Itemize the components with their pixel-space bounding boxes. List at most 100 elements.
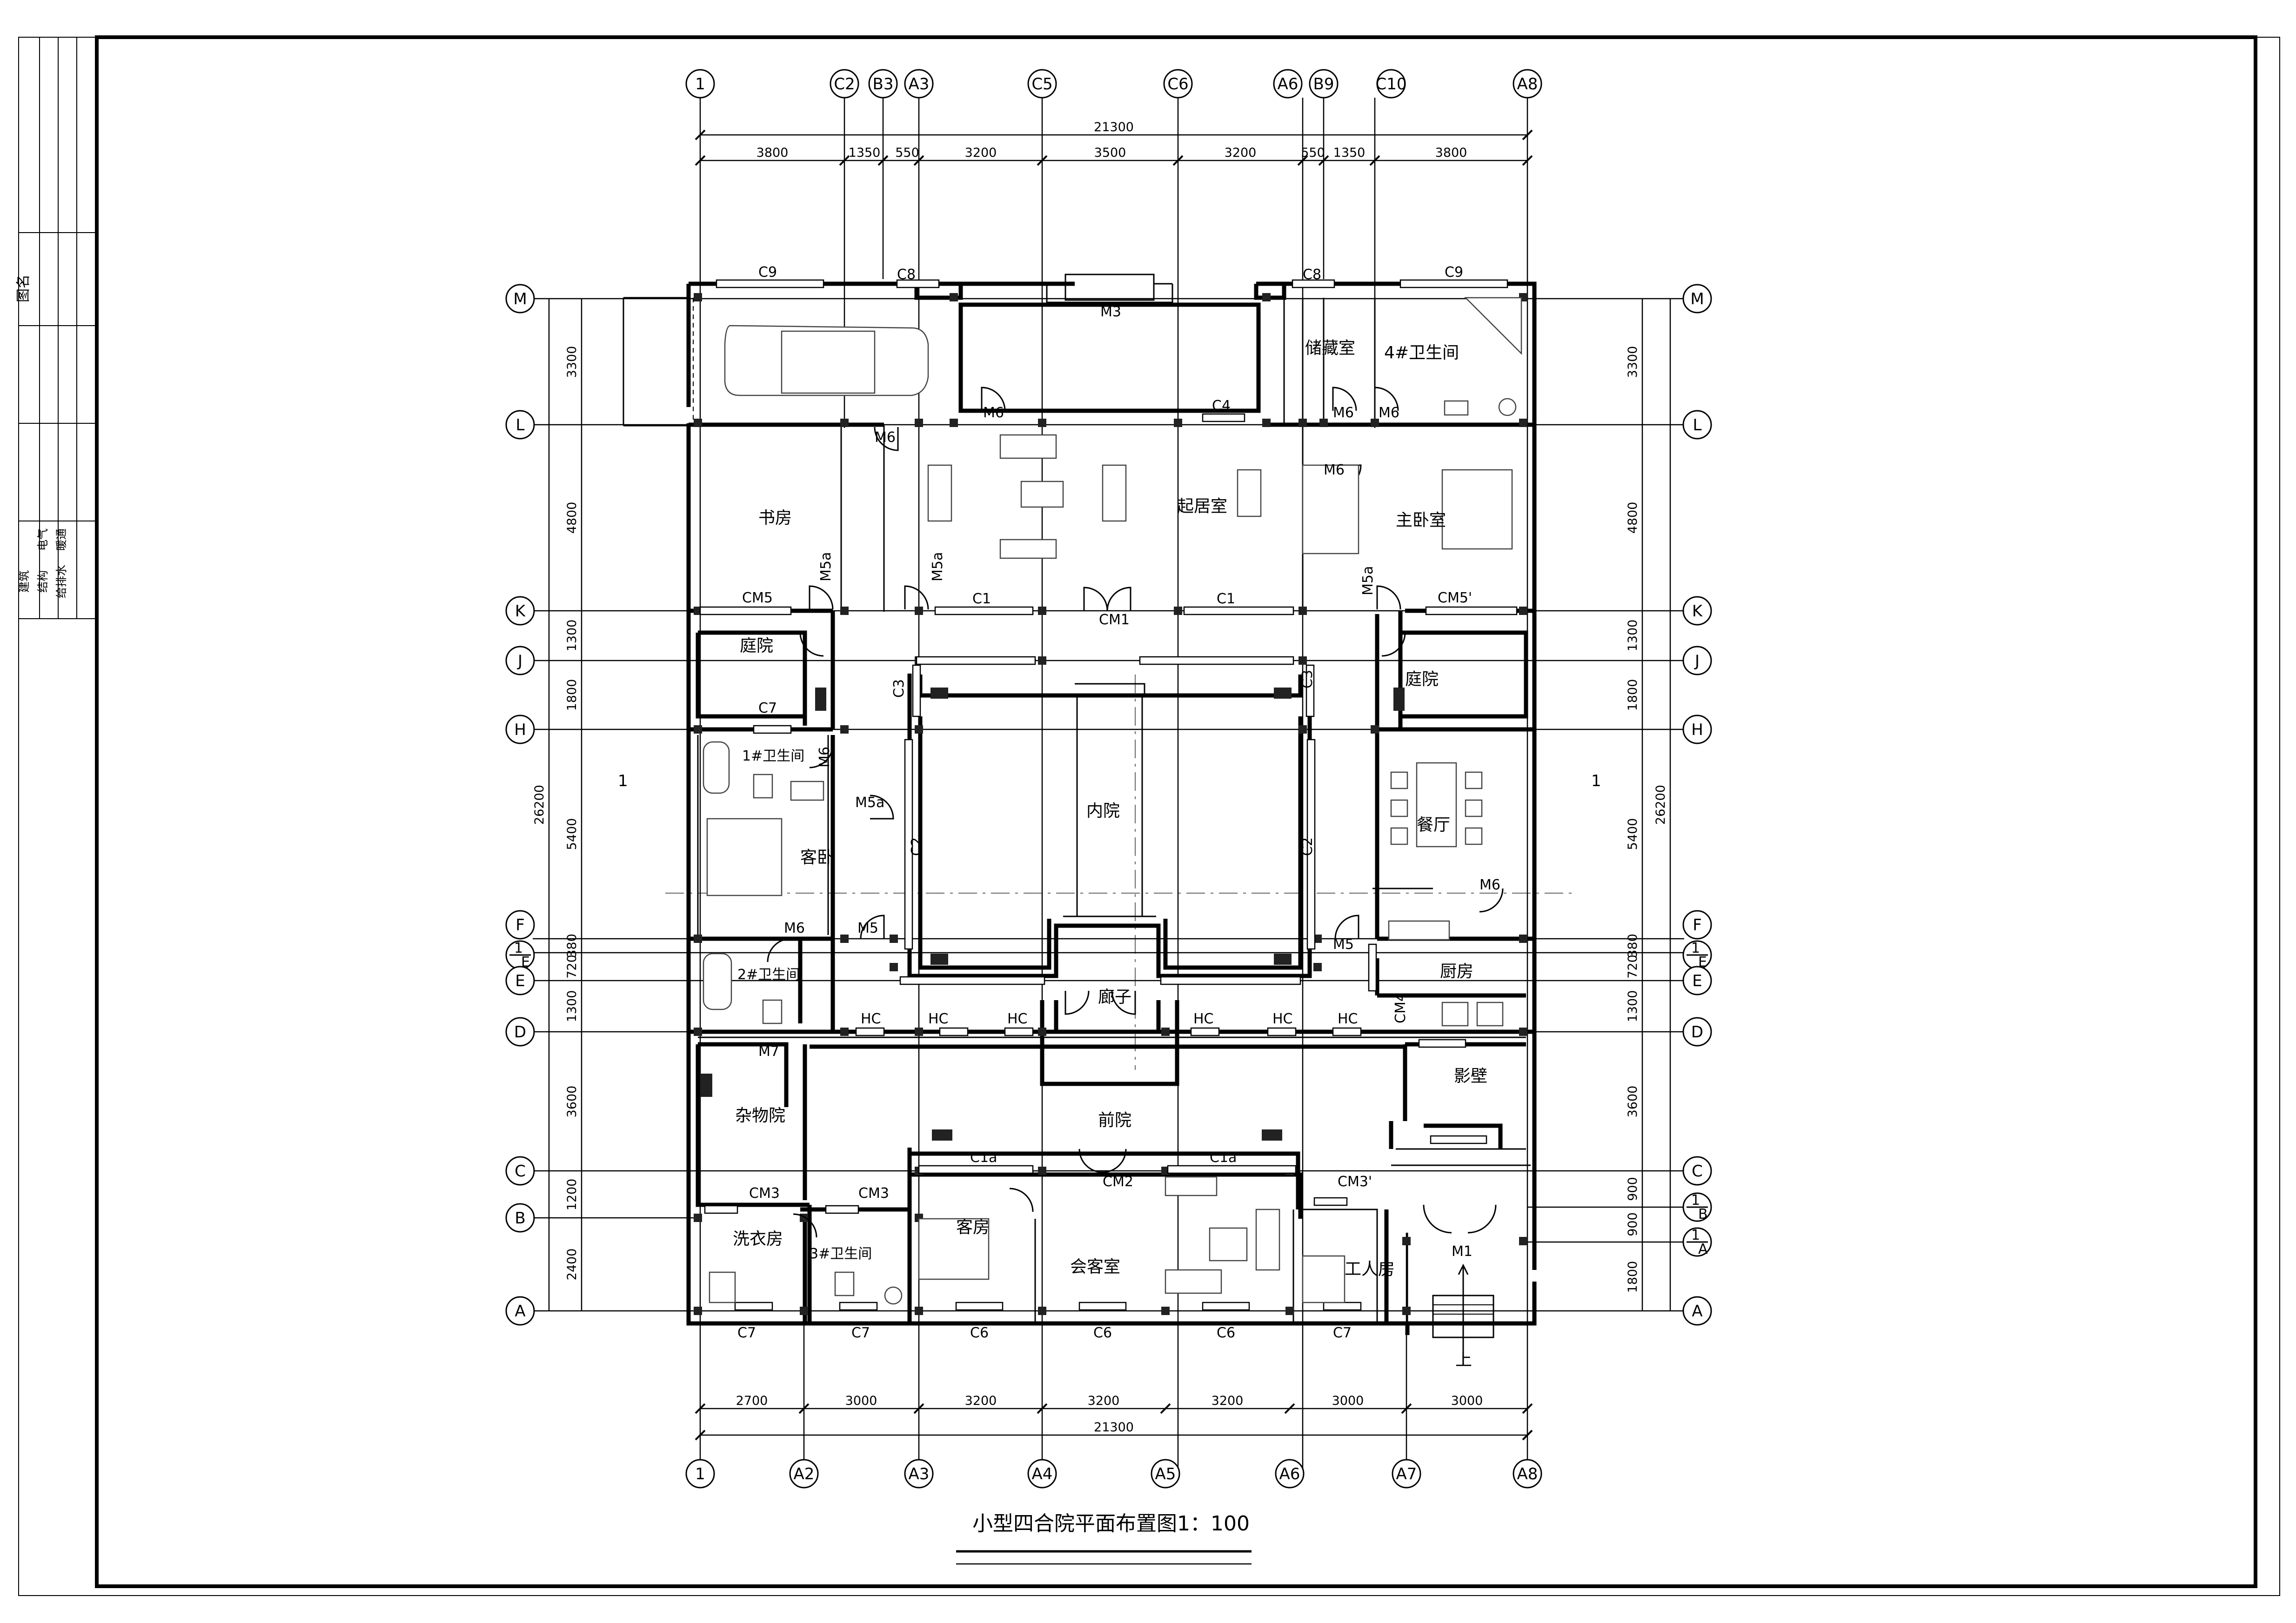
svg-text:380: 380 — [565, 934, 579, 958]
axis-bubble-right-a — [1682, 1296, 1712, 1326]
svg-text:L: L — [1693, 416, 1702, 434]
svg-text:M5: M5 — [1333, 936, 1354, 953]
svg-text:1: 1 — [695, 1465, 705, 1483]
svg-text:HC: HC — [861, 1011, 881, 1027]
axis-bubble-right-c — [1682, 1156, 1712, 1186]
dim-top-total: 21300 — [1094, 120, 1134, 134]
dimensions-top: 21300 3800 1350 550 3200 3500 3200 550 1… — [695, 120, 1533, 166]
svg-text:C9: C9 — [758, 264, 777, 281]
svg-text:A3: A3 — [909, 1465, 930, 1483]
svg-text:550: 550 — [1301, 146, 1325, 160]
dimensions-bottom: 2700 3000 3200 3200 3200 3000 3000 21300 — [695, 1394, 1533, 1441]
axis-bubble-top-a8 — [1513, 69, 1542, 99]
svg-text:D: D — [514, 1023, 526, 1042]
svg-text:CM1: CM1 — [1099, 612, 1130, 628]
svg-text:1300: 1300 — [565, 990, 579, 1022]
discipline-1: 建筑 — [18, 570, 31, 593]
room-bath3: 3#卫生间 — [810, 1246, 872, 1262]
room-kitchen: 厨房 — [1440, 962, 1473, 981]
svg-text:M6: M6 — [1379, 405, 1399, 421]
room-dining: 餐厅 — [1417, 815, 1450, 835]
svg-text:3200: 3200 — [965, 1394, 997, 1408]
svg-text:HC: HC — [1007, 1011, 1028, 1027]
svg-text:M7: M7 — [758, 1043, 779, 1060]
svg-text:C1: C1 — [1217, 591, 1235, 607]
svg-text:CM3': CM3' — [1338, 1174, 1372, 1190]
svg-text:M6: M6 — [1479, 877, 1500, 893]
axis-bubble-bottom-a5 — [1151, 1459, 1180, 1489]
svg-text:A2: A2 — [794, 1465, 815, 1483]
svg-text:M: M — [1690, 290, 1704, 308]
axis-bubble-left-m — [505, 284, 535, 314]
axis-bubble-left-d — [505, 1017, 535, 1047]
title-block-top: 图名 — [15, 274, 32, 302]
room-courtyard-left: 庭院 — [740, 636, 773, 655]
svg-text:1: 1 — [695, 75, 705, 94]
axis-bubble-bottom-a8 — [1513, 1459, 1542, 1489]
svg-text:380: 380 — [1626, 934, 1640, 958]
room-inner-court: 内院 — [1086, 801, 1120, 821]
axis-bubble-right-k — [1682, 596, 1712, 626]
svg-text:K: K — [515, 602, 526, 621]
svg-text:M6: M6 — [1324, 462, 1345, 478]
svg-text:HC: HC — [1193, 1011, 1214, 1027]
room-labels: 书房 起居室 主卧室 储藏室 4#卫生间 庭院 庭院 1#卫生间 客卧 内院 餐… — [733, 339, 1487, 1369]
svg-text:C: C — [515, 1162, 526, 1181]
svg-text:M6: M6 — [1333, 405, 1354, 421]
axis-bubble-left-b — [505, 1203, 535, 1233]
svg-text:C5: C5 — [1031, 75, 1052, 94]
axis-bubble-left-c — [505, 1156, 535, 1186]
svg-text:A: A — [1692, 1302, 1702, 1321]
room-living: 起居室 — [1177, 497, 1227, 516]
axis-bubbles-top: 1 C2 B3 A3 C5 C6 A6 B9 C10 A8 — [685, 69, 1542, 99]
svg-text:3200: 3200 — [1088, 1394, 1120, 1408]
svg-text:M5a: M5a — [855, 795, 884, 811]
svg-text:B: B — [515, 1209, 525, 1228]
axis-bubble-left-l — [505, 410, 535, 440]
svg-text:4800: 4800 — [1626, 502, 1640, 534]
svg-text:M1: M1 — [1452, 1243, 1473, 1260]
room-laundry: 洗衣房 — [733, 1229, 783, 1249]
axis-bubbles-left: M L K J H F 1 E E D C B A — [505, 284, 535, 1326]
section-mark-right: 1 — [1591, 772, 1601, 790]
svg-text:3000: 3000 — [845, 1394, 877, 1408]
discipline-2: 结构 — [36, 570, 49, 593]
svg-text:3200: 3200 — [965, 146, 997, 160]
svg-text:1: 1 — [1691, 1192, 1700, 1209]
svg-text:1300: 1300 — [1626, 620, 1640, 652]
room-utility-yard: 杂物院 — [735, 1106, 785, 1125]
room-front-court: 前院 — [1098, 1111, 1131, 1130]
svg-text:3300: 3300 — [565, 346, 579, 378]
axis-bubble-bottom-a7 — [1392, 1459, 1421, 1489]
svg-text:5400: 5400 — [1626, 818, 1640, 850]
svg-text:1800: 1800 — [565, 679, 579, 711]
room-bath1: 1#卫生间 — [742, 748, 804, 764]
svg-text:C1: C1 — [972, 591, 991, 607]
svg-text:1: 1 — [1691, 940, 1700, 956]
entrance-steps — [1432, 1263, 1494, 1365]
label-up: 上 — [1455, 1350, 1472, 1369]
svg-text:CM3: CM3 — [749, 1185, 780, 1202]
svg-text:HC: HC — [928, 1011, 949, 1027]
svg-text:C8: C8 — [897, 267, 916, 283]
axis-bubble-top-c10 — [1376, 69, 1406, 99]
svg-text:A: A — [1698, 1241, 1708, 1257]
svg-text:A4: A4 — [1032, 1465, 1053, 1483]
axis-bubbles-right: M L K J H F 1 E E D C 1 B 1 A A — [1682, 284, 1712, 1326]
svg-text:900: 900 — [1626, 1177, 1640, 1201]
svg-text:1350: 1350 — [849, 146, 881, 160]
svg-text:D: D — [1691, 1023, 1703, 1042]
svg-text:CM5: CM5 — [742, 590, 773, 606]
discipline-3: 给排水 — [55, 565, 68, 598]
axis-bubble-right-h — [1682, 715, 1712, 744]
axis-bubble-right-l — [1682, 410, 1712, 440]
dim-bottom-total: 21300 — [1094, 1420, 1134, 1435]
svg-text:2700: 2700 — [736, 1394, 768, 1408]
svg-text:CM3: CM3 — [858, 1185, 889, 1202]
axis-bubble-left-j — [505, 646, 535, 675]
axis-bubble-bottom-a2 — [789, 1459, 819, 1489]
svg-text:C6: C6 — [1167, 75, 1188, 94]
svg-text:C6: C6 — [1093, 1325, 1112, 1341]
axis-bubble-left-k — [505, 596, 535, 626]
discipline-5: 暖通 — [55, 528, 68, 551]
